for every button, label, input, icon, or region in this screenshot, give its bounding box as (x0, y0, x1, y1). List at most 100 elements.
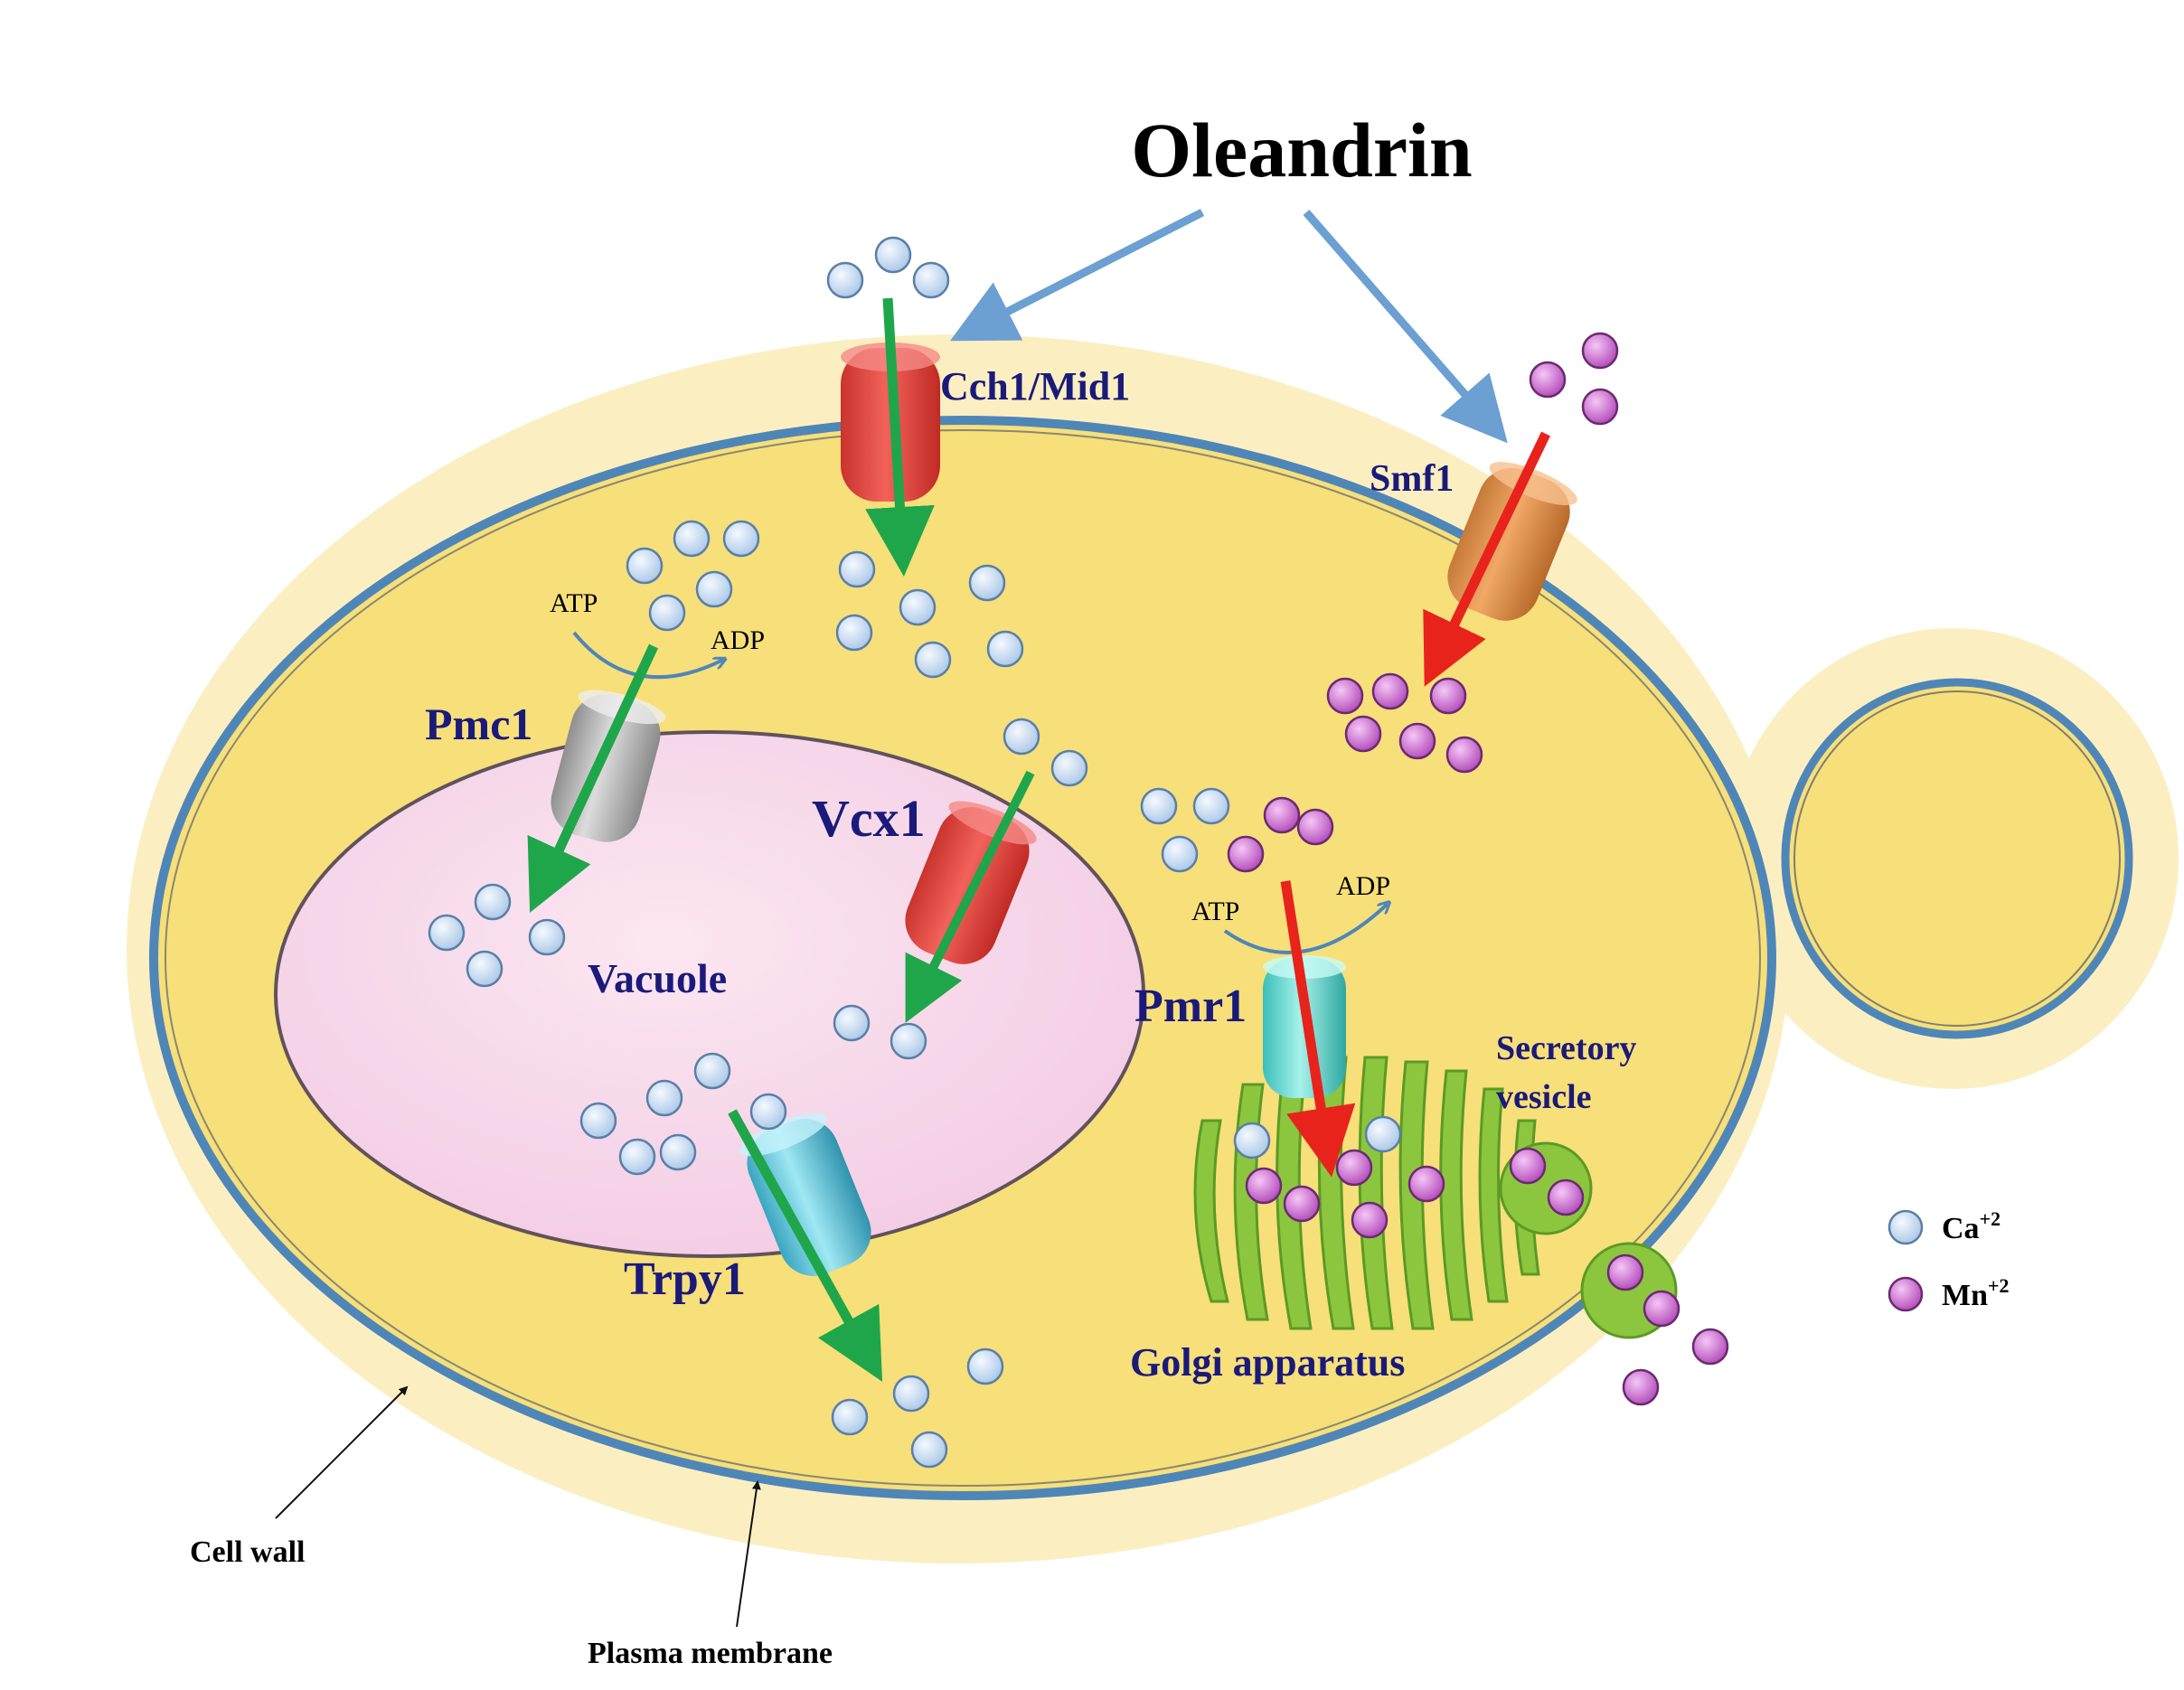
ca-ion (474, 883, 512, 921)
ca-ion (1364, 1115, 1402, 1153)
trpy1-ca-ions (579, 1052, 787, 1176)
legend-mn-swatch (1887, 1276, 1924, 1312)
pmr1-ca-ions (1140, 787, 1230, 873)
pmr1-atp-cycle-arrow (1223, 904, 1388, 954)
ca-ion (874, 236, 912, 274)
secretory-vesicle-label-line1: Secretory (1496, 1029, 1636, 1067)
mn-ion (1296, 808, 1334, 846)
pmr1-atp-label: ATP (1191, 897, 1239, 926)
ca-ion (693, 1052, 731, 1090)
ca-ion (892, 1375, 930, 1413)
pmc1-ca-ions (626, 520, 760, 632)
smf1-influx-arrow (1423, 431, 1550, 687)
mn-ion (1407, 1165, 1445, 1203)
mn-ion (1245, 1167, 1283, 1205)
ca-ion (1003, 718, 1040, 756)
mn-ion (1643, 1290, 1680, 1328)
calcium-flux-arrows (527, 297, 1035, 1382)
pmc1-atp-label: ATP (550, 588, 598, 618)
pmr1-mn-ions (1227, 796, 1334, 873)
plasma-membrane-label: Plasma membrane (588, 1637, 833, 1670)
golgi-apparatus (1193, 1056, 1540, 1330)
mn-ion (1351, 1201, 1389, 1239)
legend-ca-label: Ca+2 (1942, 1207, 2000, 1245)
trpy1-channel[interactable] (735, 1104, 881, 1286)
mn-ion (1581, 388, 1619, 426)
ca-ion (1233, 1122, 1271, 1160)
mn-ion (1691, 1328, 1729, 1366)
secretory-vesicle-label-line2: vesicle (1496, 1078, 1592, 1116)
ca-ion (466, 950, 504, 988)
cch1-mid1-label: Cch1/Mid1 (940, 364, 1130, 408)
vacuole-ca-ions-right (833, 1004, 927, 1060)
ca-ion (968, 564, 1006, 602)
vcx1-vacuole-arrow (905, 770, 1035, 1023)
cytosolic-ca-ions-bottom (831, 1347, 1004, 1469)
ca-ion (966, 1347, 1004, 1385)
vacuole-ca-ions-left (428, 883, 566, 988)
extracellular-mn-ions (1529, 332, 1619, 426)
vacuole-label: Vacuole (588, 955, 727, 1001)
ca-ion (749, 1093, 787, 1131)
pmr1-golgi-arrow (1280, 880, 1356, 1178)
mn-ion (1445, 736, 1483, 774)
oleandrin-to-cch1-arrow (949, 208, 1205, 342)
exocytic-vesicle-mn-ions (1606, 1253, 1680, 1328)
oleandrin-to-smf1-arrow (1303, 210, 1508, 444)
pmc1-adp-label: ADP (711, 625, 765, 655)
legend-mn-label: Mn+2 (1942, 1274, 2010, 1312)
mn-ion (1227, 835, 1265, 873)
trpy1-label: Trpy1 (624, 1253, 746, 1305)
ca-ion (910, 1431, 948, 1469)
ca-ion (618, 1138, 656, 1176)
mn-ion (1622, 1368, 1660, 1406)
ca-ion (1050, 749, 1088, 787)
ion-layer (428, 236, 1729, 1469)
ca-ion (826, 261, 864, 299)
ca-ion (838, 550, 876, 588)
ca-ion (1192, 787, 1230, 825)
manganese-flux-arrows (1280, 431, 1550, 1178)
extracellular-ca-ions (826, 236, 950, 299)
mn-ion (1326, 677, 1364, 715)
ca-ion (626, 547, 664, 585)
ca-ion (1161, 835, 1199, 873)
mn-ion (1371, 672, 1409, 710)
bud-cell (1781, 678, 2133, 1039)
oleandrin-title: Oleandrin (1131, 107, 1473, 193)
mn-ion (1335, 1149, 1373, 1187)
golgi-label: Golgi apparatus (1130, 1340, 1405, 1385)
vcx1-ca-ions (1003, 718, 1088, 787)
ca-ion (831, 1398, 869, 1436)
cytosolic-mn-ions (1326, 672, 1483, 774)
cell-wall-pointer (275, 1385, 409, 1519)
ca-ion (890, 1022, 927, 1060)
vcx1-label: Vcx1 (812, 789, 926, 848)
ca-ion (722, 520, 760, 558)
mn-ion (1344, 715, 1382, 753)
ca-ion (835, 614, 873, 652)
ca-ion (914, 641, 952, 679)
smf1-label: Smf1 (1370, 458, 1454, 500)
pmr1-adp-label: ADP (1336, 871, 1390, 901)
oleandrin-arrows (949, 208, 1508, 444)
ca-ion (528, 918, 566, 956)
ca-ion (428, 914, 466, 952)
ca-ion (899, 588, 937, 626)
mn-ion (1263, 796, 1301, 834)
trpy1-release-arrow (728, 1109, 883, 1382)
ca-ion (579, 1102, 617, 1140)
ca-ion (1140, 787, 1178, 825)
ca-ion (645, 1079, 683, 1117)
ion-legend: Ca+2 Mn+2 (1887, 1207, 2010, 1312)
ca-ion (673, 520, 711, 558)
pmc1-label: Pmc1 (425, 699, 532, 749)
mn-ion (1398, 722, 1436, 760)
ca-ion (695, 570, 733, 608)
golgi-ca-ions (1233, 1115, 1402, 1160)
mn-ion (1581, 332, 1619, 370)
mn-ion (1606, 1253, 1644, 1291)
mn-ion (1509, 1147, 1547, 1185)
mn-ion (1547, 1178, 1585, 1216)
